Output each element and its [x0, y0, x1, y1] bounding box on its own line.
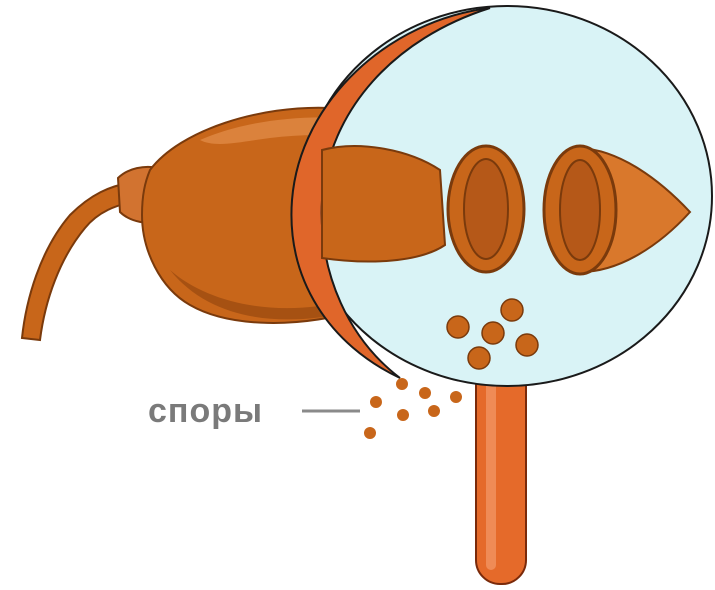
spore-dot [396, 378, 408, 390]
spore-dot [419, 387, 431, 399]
magnified-spore [468, 347, 490, 369]
magnifier-handle [476, 362, 526, 584]
magnified-lid-inner [560, 160, 600, 260]
spore-dot [364, 427, 376, 439]
magnified-mouth-inner [464, 159, 508, 259]
spore-dot [370, 396, 382, 408]
magnified-spore [501, 299, 523, 321]
spore-dot [397, 409, 409, 421]
falling-spores [364, 378, 462, 439]
magnified-spore [447, 316, 469, 338]
magnified-spore [516, 334, 538, 356]
magnified-capsule-neck [322, 146, 445, 261]
spore-dot [428, 405, 440, 417]
magnifier-handle-shine [486, 380, 496, 570]
magnified-spore [482, 322, 504, 344]
spores-label: споры [148, 392, 263, 431]
spore-dot [450, 391, 462, 403]
